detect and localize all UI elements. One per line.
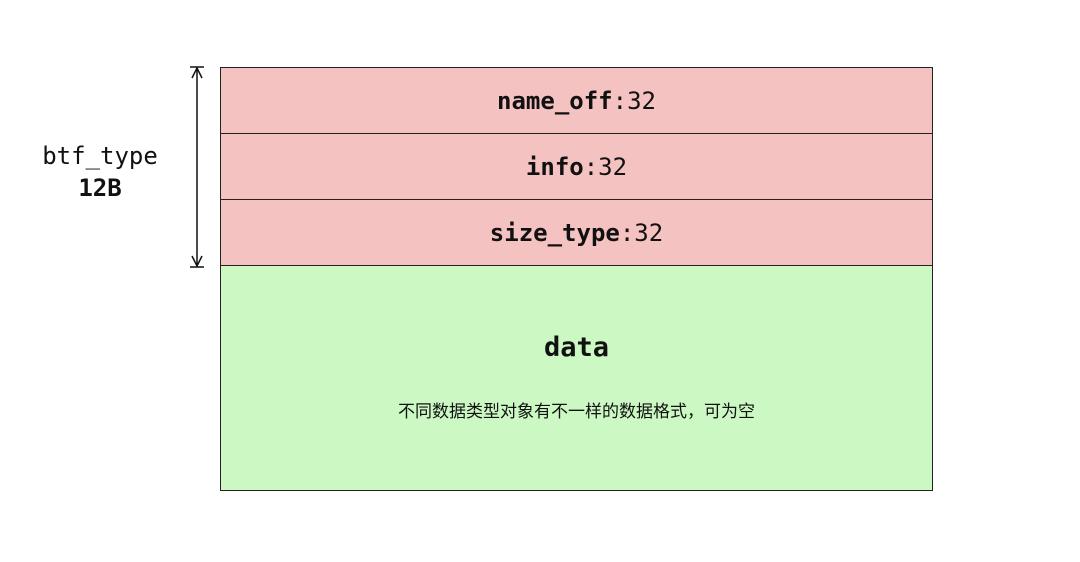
field-separator: : [612, 86, 628, 115]
btf-type-size-label: btf_type 12B [20, 140, 180, 204]
field-name: name_off [497, 86, 613, 115]
field-separator: : [583, 152, 599, 181]
field-name: size_type [489, 218, 620, 247]
field-name-off: name_off:32 [221, 68, 932, 134]
field-bits: 32 [634, 218, 664, 247]
btf-type-byte-size: 12B [78, 174, 122, 202]
field-name: info [525, 152, 584, 181]
field-separator: : [619, 218, 635, 247]
size-span-arrow-icon [190, 66, 204, 268]
field-bits: 32 [598, 152, 628, 181]
btf-type-name: btf_type [42, 142, 158, 170]
field-bits: 32 [627, 86, 656, 115]
data-block-description: 不同数据类型对象有不一样的数据格式，可为空 [398, 402, 755, 422]
field-info: info:32 [221, 134, 932, 200]
data-block-title: data [543, 332, 610, 363]
field-size-type: size_type:32 [221, 200, 932, 266]
btf-type-struct: name_off:32 info:32 size_type:32 data 不同… [220, 67, 933, 491]
data-block: data 不同数据类型对象有不一样的数据格式，可为空 [221, 266, 932, 490]
